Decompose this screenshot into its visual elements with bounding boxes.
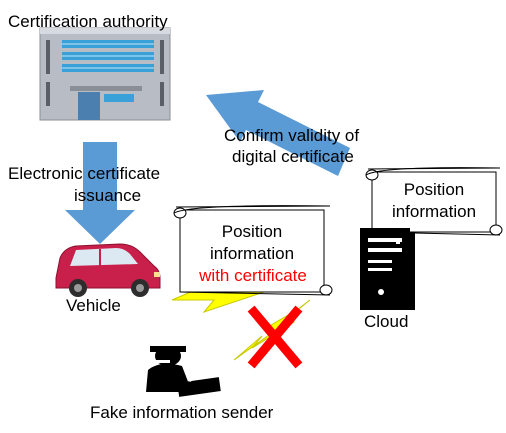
cloud-label: Cloud bbox=[364, 312, 409, 331]
certification-authority-label: Certification authority bbox=[8, 12, 168, 31]
hacker-icon bbox=[146, 346, 221, 397]
office-building-icon bbox=[39, 27, 171, 121]
scroll-right bbox=[365, 167, 503, 236]
car-icon bbox=[55, 243, 161, 297]
confirm-label-line1: Confirm validity of bbox=[224, 126, 360, 145]
scroll-left bbox=[173, 205, 333, 296]
issuance-arrow bbox=[65, 142, 135, 244]
server-tower-icon bbox=[360, 228, 415, 310]
right-scroll-line1: Position bbox=[403, 180, 465, 199]
fake-sender-label: Fake information sender bbox=[90, 403, 274, 422]
left-scroll-line1: Position bbox=[221, 222, 283, 241]
confirm-label-line2: digital certificate bbox=[232, 147, 354, 166]
left-scroll-line3: with certificate bbox=[199, 266, 307, 285]
left-scroll-line2: information bbox=[209, 244, 295, 263]
x-mark-icon bbox=[247, 305, 303, 369]
right-scroll-line2: information bbox=[391, 202, 477, 221]
vehicle-label: Vehicle bbox=[66, 296, 121, 315]
validity-arrow bbox=[206, 90, 350, 176]
issuance-label-line2: issuance bbox=[74, 186, 142, 205]
issuance-label-line1: Electronic certificate bbox=[8, 164, 161, 183]
